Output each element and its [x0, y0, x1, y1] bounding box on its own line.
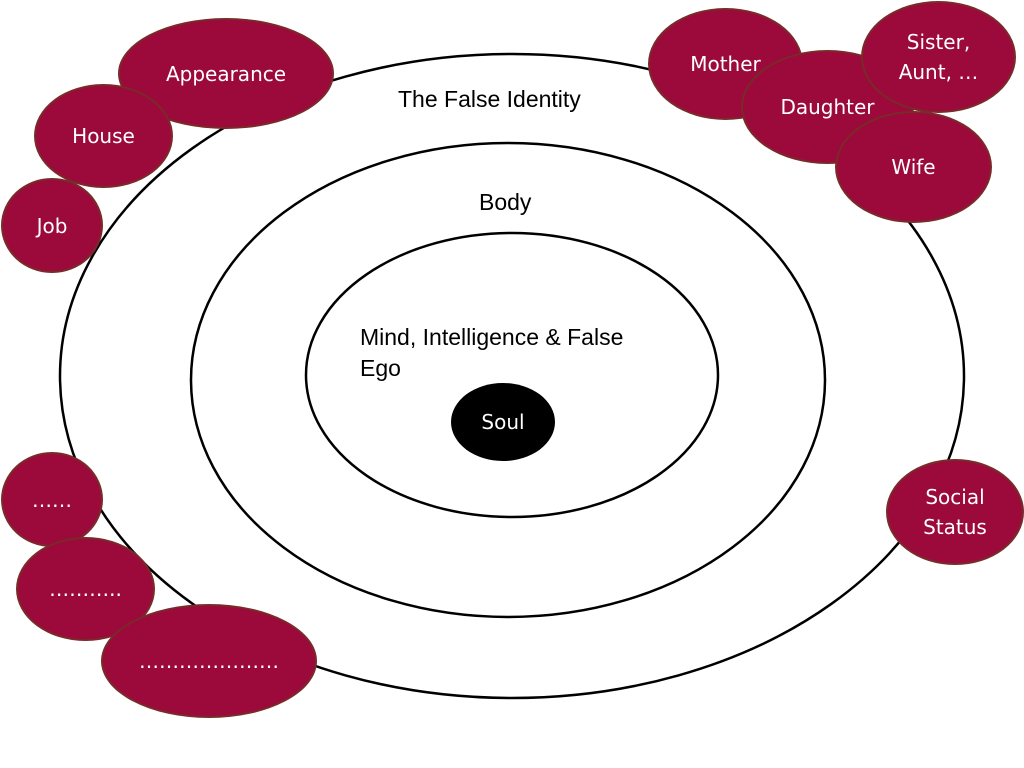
- bubble-appearance[interactable]: Appearance: [118, 18, 334, 129]
- body-label: Body: [479, 189, 532, 215]
- bubble-social-status[interactable]: Social Status: [886, 459, 1024, 565]
- bubble-house[interactable]: House: [34, 84, 173, 188]
- bubble-placeholder-1[interactable]: ……: [1, 452, 103, 547]
- soul-core: Soul: [451, 383, 555, 461]
- bubble-placeholder-3[interactable]: …………………: [101, 604, 317, 718]
- mind-intelligence-ego-label: Mind, Intelligence & False Ego: [360, 324, 624, 381]
- bubble-sister-aunt[interactable]: Sister, Aunt, …: [861, 1, 1016, 113]
- bubble-job[interactable]: Job: [1, 178, 103, 273]
- bubble-wife[interactable]: Wife: [835, 111, 992, 223]
- inner-ring: [304, 231, 720, 519]
- bubble-placeholder-2[interactable]: ………..: [16, 537, 155, 641]
- middle-ring: [189, 141, 827, 619]
- false-identity-label: The False Identity: [398, 86, 581, 112]
- outer-ring: [58, 52, 966, 700]
